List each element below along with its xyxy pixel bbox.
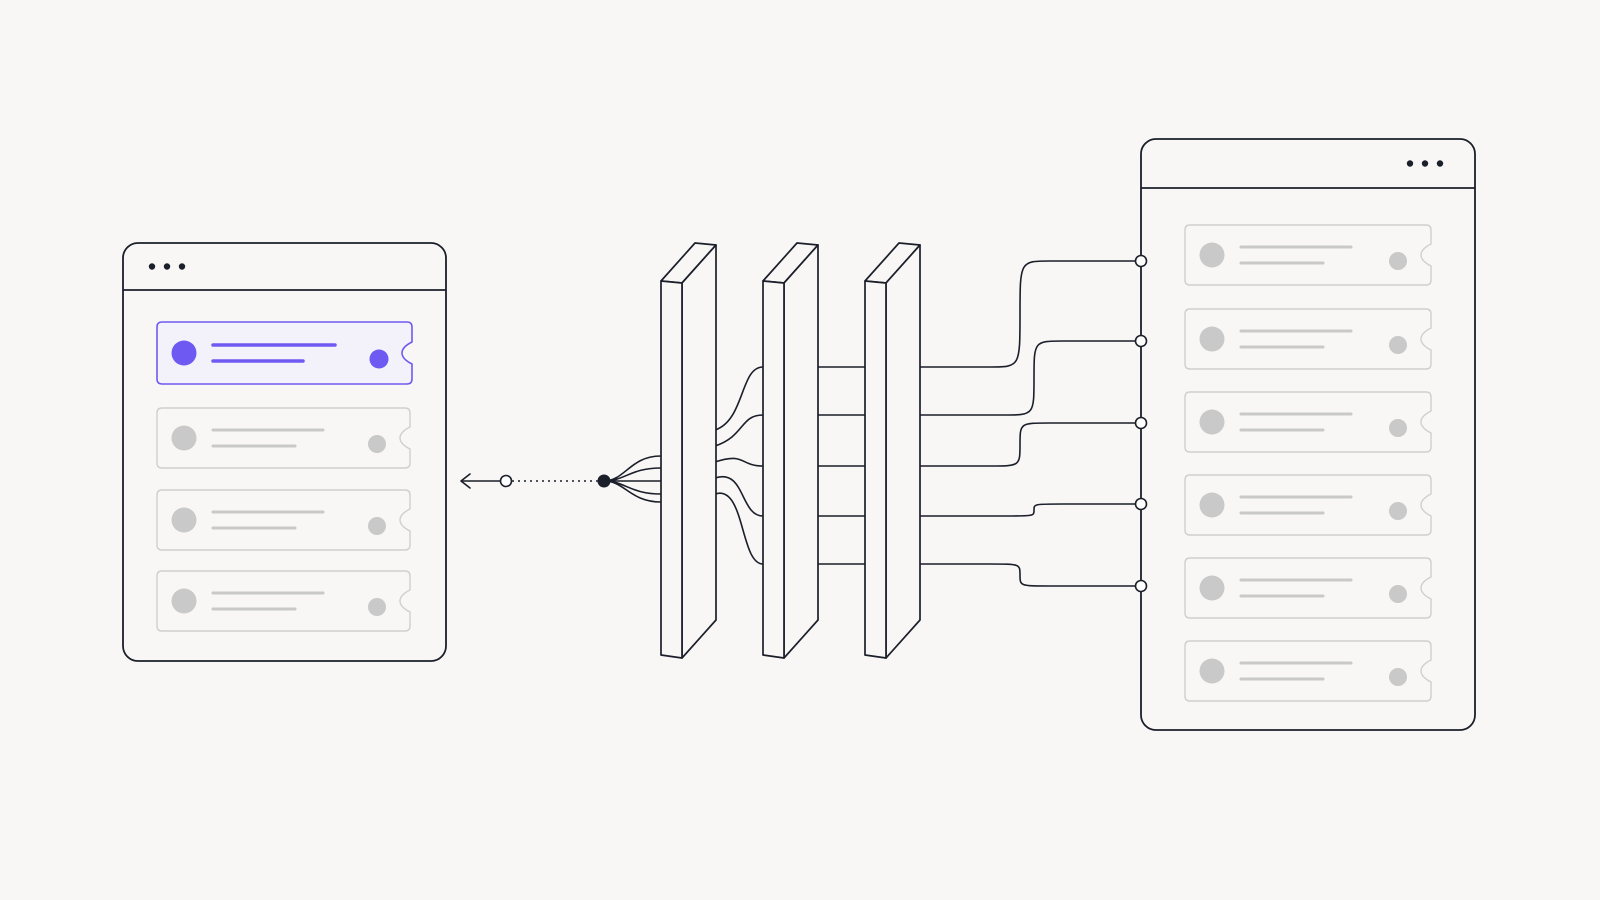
right-card-6 xyxy=(1184,640,1432,702)
status-dot-icon xyxy=(1389,336,1407,354)
avatar-placeholder-icon xyxy=(1199,326,1225,352)
avatar-placeholder-icon xyxy=(1199,658,1225,684)
left-card-3 xyxy=(156,489,411,551)
status-dot-icon xyxy=(368,598,386,616)
filter-layer-2 xyxy=(762,242,819,659)
avatar-placeholder-icon xyxy=(1199,242,1225,268)
card-outline xyxy=(156,321,413,385)
right-window-frame xyxy=(1140,138,1476,731)
avatar-placeholder-icon xyxy=(171,507,197,533)
filter-side-face xyxy=(681,244,717,659)
avatar-placeholder-icon xyxy=(171,425,197,451)
menu-dot xyxy=(1406,160,1414,167)
menu-dot xyxy=(163,263,171,270)
input-node-2 xyxy=(1134,334,1148,348)
status-dot-icon xyxy=(1389,252,1407,270)
filter-side-face xyxy=(885,244,921,659)
card-outline xyxy=(1184,308,1432,370)
filter-layer-3 xyxy=(864,242,921,659)
right-card-1 xyxy=(1184,224,1432,286)
card-outline xyxy=(156,489,411,551)
card-outline xyxy=(1184,474,1432,536)
right-card-2 xyxy=(1184,308,1432,370)
status-dot-icon xyxy=(368,435,386,453)
right-card-5 xyxy=(1184,557,1432,619)
status-dot-icon xyxy=(1389,668,1407,686)
fan-curve-3 xyxy=(714,457,764,467)
right-window xyxy=(1140,138,1476,731)
fan-curve-5 xyxy=(714,492,764,565)
connection-line-5 xyxy=(918,563,1142,587)
avatar-placeholder-icon xyxy=(1199,575,1225,601)
menu-dot xyxy=(1421,160,1429,167)
status-dot-icon xyxy=(1389,502,1407,520)
arrowhead xyxy=(460,473,471,489)
card-outline xyxy=(156,407,411,469)
right-card-3 xyxy=(1184,391,1432,453)
card-outline xyxy=(156,570,411,632)
card-outline xyxy=(1184,224,1432,286)
card-outline xyxy=(1184,391,1432,453)
filter-front-face xyxy=(660,280,683,659)
card-outline xyxy=(1184,557,1432,619)
card-outline xyxy=(1184,640,1432,702)
menu-dot xyxy=(148,263,156,270)
connection-lines xyxy=(460,260,1142,587)
filter-side-face xyxy=(783,244,819,659)
menu-dot xyxy=(178,263,186,270)
right-card-4 xyxy=(1184,474,1432,536)
filter-layers xyxy=(660,242,921,659)
status-dot-icon xyxy=(369,349,389,369)
left-card-4 xyxy=(156,570,411,632)
left-window-frame xyxy=(122,242,447,662)
input-node-3 xyxy=(1134,416,1148,430)
input-node-4 xyxy=(1134,497,1148,511)
connection-nodes xyxy=(499,254,1148,593)
arrow-left-icon xyxy=(460,473,471,489)
avatar-placeholder-icon xyxy=(171,588,197,614)
left-card-2 xyxy=(156,407,411,469)
filter-layer-1 xyxy=(660,242,717,659)
hub-branch-5 xyxy=(603,480,662,503)
output-node-icon xyxy=(499,474,513,488)
ellipsis-icon xyxy=(1406,160,1444,167)
status-dot-icon xyxy=(368,517,386,535)
connection-line-3 xyxy=(918,422,1142,467)
status-dot-icon xyxy=(1389,585,1407,603)
left-card-1 xyxy=(156,321,413,385)
filter-front-face xyxy=(864,280,887,659)
fan-curve-2 xyxy=(714,414,764,447)
filter-front-face xyxy=(762,280,785,659)
avatar-placeholder-icon xyxy=(171,340,197,366)
avatar-placeholder-icon xyxy=(1199,409,1225,435)
connection-line-4 xyxy=(918,503,1142,517)
status-dot-icon xyxy=(1389,419,1407,437)
connection-line-1 xyxy=(918,260,1142,368)
menu-dot xyxy=(1436,160,1444,167)
fan-curve-4 xyxy=(714,475,764,517)
connection-line-2 xyxy=(918,340,1142,416)
avatar-placeholder-icon xyxy=(1199,492,1225,518)
left-window xyxy=(122,242,447,662)
fan-curve-1 xyxy=(714,366,764,431)
ellipsis-icon xyxy=(148,263,186,270)
hub-dot-icon xyxy=(597,474,611,488)
input-node-5 xyxy=(1134,579,1148,593)
input-node-1 xyxy=(1134,254,1148,268)
